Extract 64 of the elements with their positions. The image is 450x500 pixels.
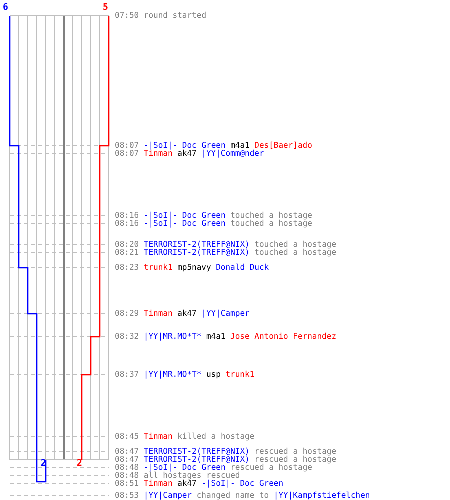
weapon-name: ak47	[178, 480, 197, 488]
event-text: rescued a hostage	[254, 456, 337, 464]
timestamp: 08:23	[115, 264, 140, 272]
timestamp: 08:45	[115, 433, 140, 441]
timestamp: 08:51	[115, 480, 140, 488]
timestamp: 08:21	[115, 249, 140, 257]
team-count: 5	[103, 4, 108, 13]
team-count: 6	[3, 4, 8, 13]
player-name: -|SoI|- Doc Green	[144, 220, 226, 228]
event-text: changed name to	[196, 492, 270, 500]
player-name: Tinman	[144, 433, 173, 441]
player-name: TERRORIST-2(TREFF@NIX)	[144, 456, 250, 464]
event-text: rescued a hostage	[254, 448, 337, 456]
weapon-name: m4a1	[206, 333, 226, 341]
player-name: -|SoI|- Doc Green	[144, 212, 226, 220]
timestamp: 08:07	[115, 142, 140, 150]
timestamp: 08:53	[115, 492, 140, 500]
timestamp: 08:20	[115, 241, 140, 249]
player-name: TERRORIST-2(TREFF@NIX)	[144, 249, 250, 257]
event-text: rescued a hostage	[230, 464, 312, 472]
player-name: Tinman	[144, 310, 173, 318]
player-name: TERRORIST-2(TREFF@NIX)	[144, 448, 250, 456]
event-text: all hostages rescued	[144, 472, 240, 480]
timestamp: 08:16	[115, 220, 140, 228]
timestamp: 07:50	[115, 12, 140, 20]
timestamp: 08:29	[115, 310, 140, 318]
weapon-name: ak47	[178, 150, 197, 158]
player-name: |YY|MR.MO*T*	[144, 371, 202, 379]
timestamp: 08:07	[115, 150, 140, 158]
weapon-name: ak47	[178, 310, 197, 318]
player-name: |YY|Kampfstiefelchen	[274, 492, 370, 500]
player-name: trunk1	[226, 371, 255, 379]
timestamp: 08:47	[115, 448, 140, 456]
weapon-name: m4a1	[230, 142, 250, 150]
event-text: touched a hostage	[230, 220, 312, 228]
timestamp: 08:16	[115, 212, 140, 220]
player-name: -|SoI|- Doc Green	[202, 480, 284, 488]
timestamp: 08:47	[115, 456, 140, 464]
weapon-name: mp5navy	[178, 264, 212, 272]
team-count: 2	[77, 460, 82, 469]
timestamp: 08:32	[115, 333, 140, 341]
event-text: killed a hostage	[178, 433, 255, 441]
player-name: Tinman	[144, 480, 173, 488]
player-name: Jose Antonio Fernandez	[230, 333, 337, 341]
player-name: -|SoI|- Doc Green	[144, 464, 226, 472]
player-name: -|SoI|- Doc Green	[144, 142, 226, 150]
event-text: touched a hostage	[230, 212, 312, 220]
player-name: Des[Baer]ado	[254, 142, 312, 150]
player-name: |YY|MR.MO*T*	[144, 333, 202, 341]
timestamp: 08:48	[115, 464, 140, 472]
event-text: touched a hostage	[254, 249, 337, 257]
timestamp: 08:37	[115, 371, 140, 379]
event-text: touched a hostage	[254, 241, 337, 249]
player-name: trunk1	[144, 264, 173, 272]
player-name: |YY|Camper	[202, 310, 250, 318]
player-name: Tinman	[144, 150, 173, 158]
player-name: TERRORIST-2(TREFF@NIX)	[144, 241, 250, 249]
weapon-name: usp	[206, 371, 221, 379]
player-name: |YY|Camper	[144, 492, 192, 500]
player-name: |YY|Comm@nder	[202, 150, 264, 158]
player-name: Donald Duck	[216, 264, 270, 272]
team-count: 2	[41, 460, 46, 469]
event-text: round started	[144, 12, 207, 20]
timestamp: 08:48	[115, 472, 140, 480]
